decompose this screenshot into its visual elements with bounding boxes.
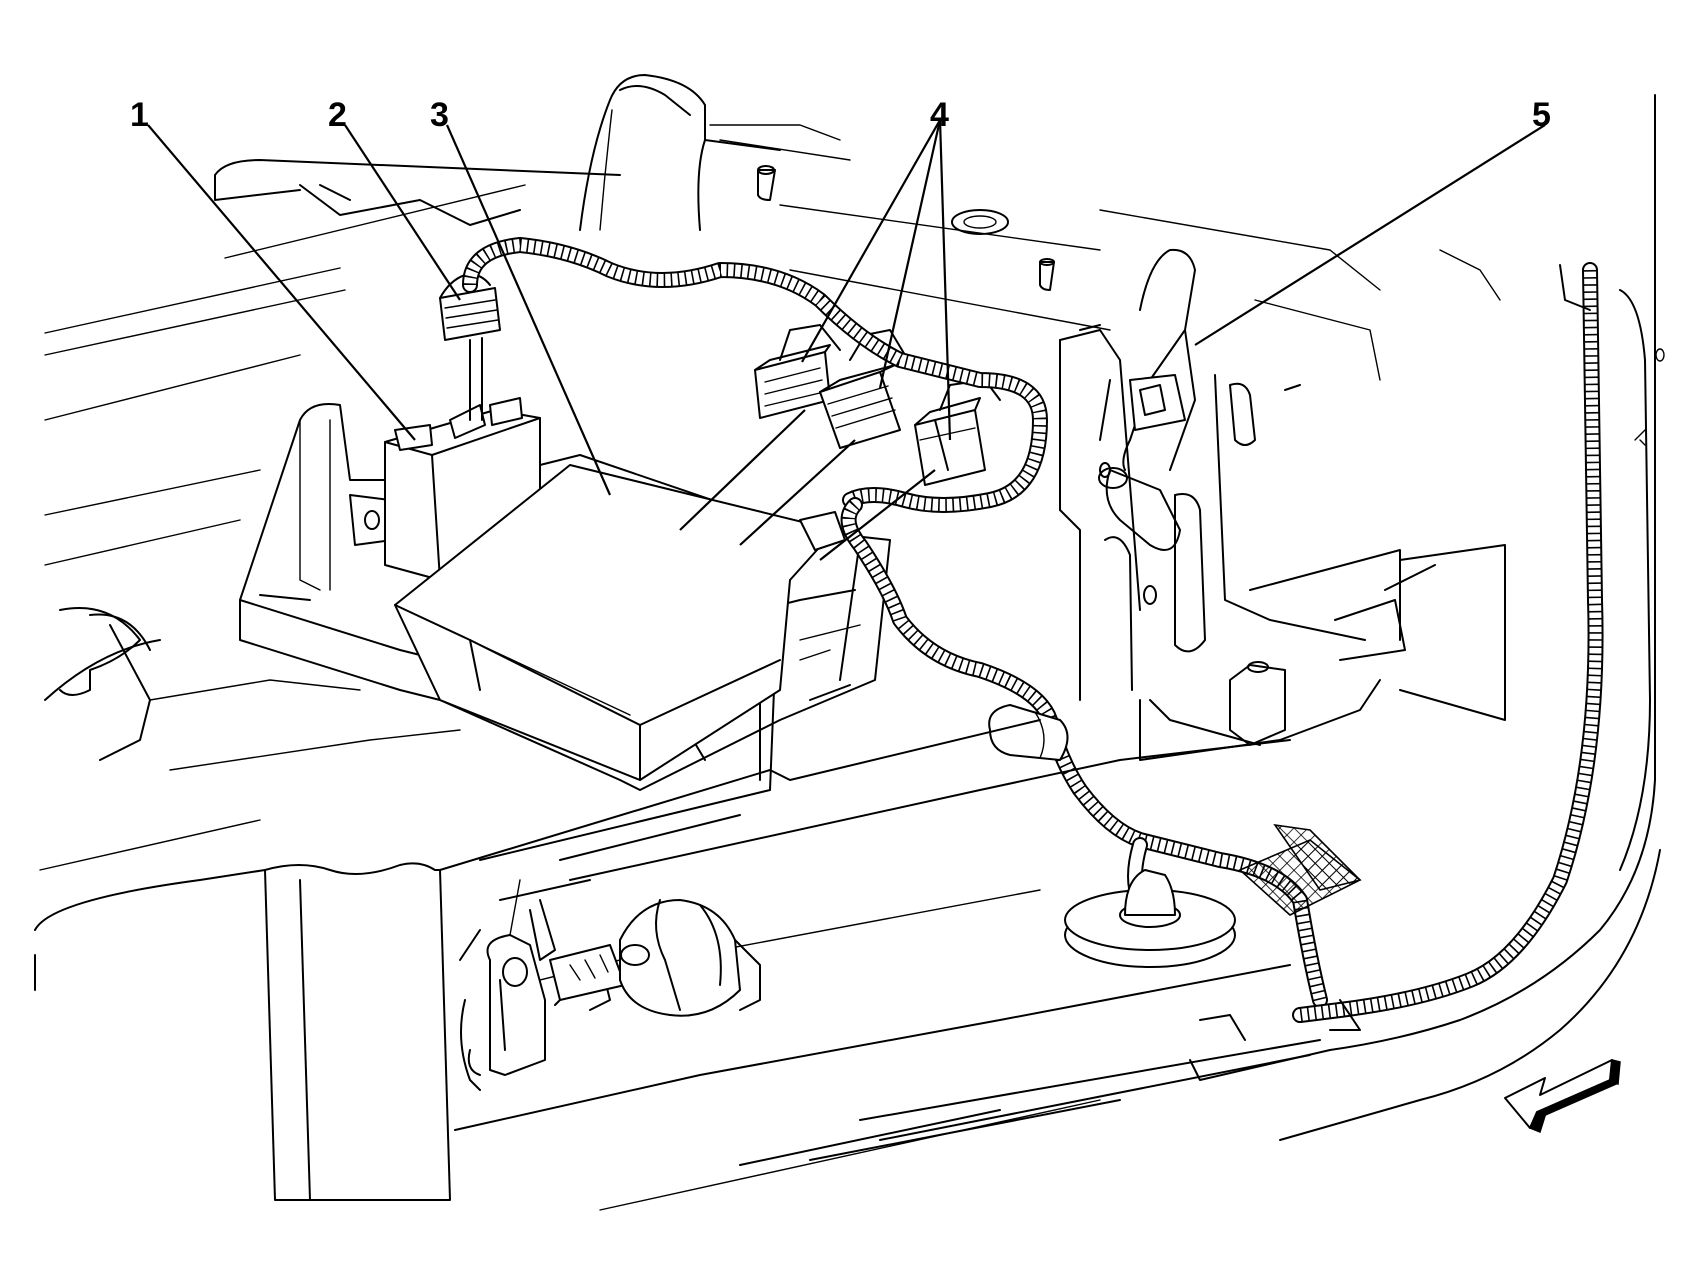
floor-sill	[264, 719, 1361, 1211]
grommet	[1064, 869, 1236, 968]
leader-lines	[147, 119, 1546, 561]
seat-bracket	[579, 74, 1055, 291]
sill-clip	[460, 899, 761, 1091]
bracket-5	[1059, 248, 1506, 761]
callout-2: 2	[328, 96, 347, 134]
callout-1: 1	[130, 96, 149, 134]
callout-labels: 1 2 3 4 5	[130, 96, 1551, 134]
callout-5: 5	[1532, 96, 1551, 134]
connector-2	[439, 273, 501, 421]
module-3	[394, 464, 846, 781]
right-panel	[1079, 94, 1665, 1141]
floor-panel	[34, 124, 1381, 991]
callout-3: 3	[430, 96, 449, 134]
hatched-area	[1238, 823, 1362, 916]
callout-4: 4	[930, 96, 949, 134]
connectors-4	[754, 324, 1001, 486]
arrow-left-down-icon	[1504, 1059, 1621, 1133]
